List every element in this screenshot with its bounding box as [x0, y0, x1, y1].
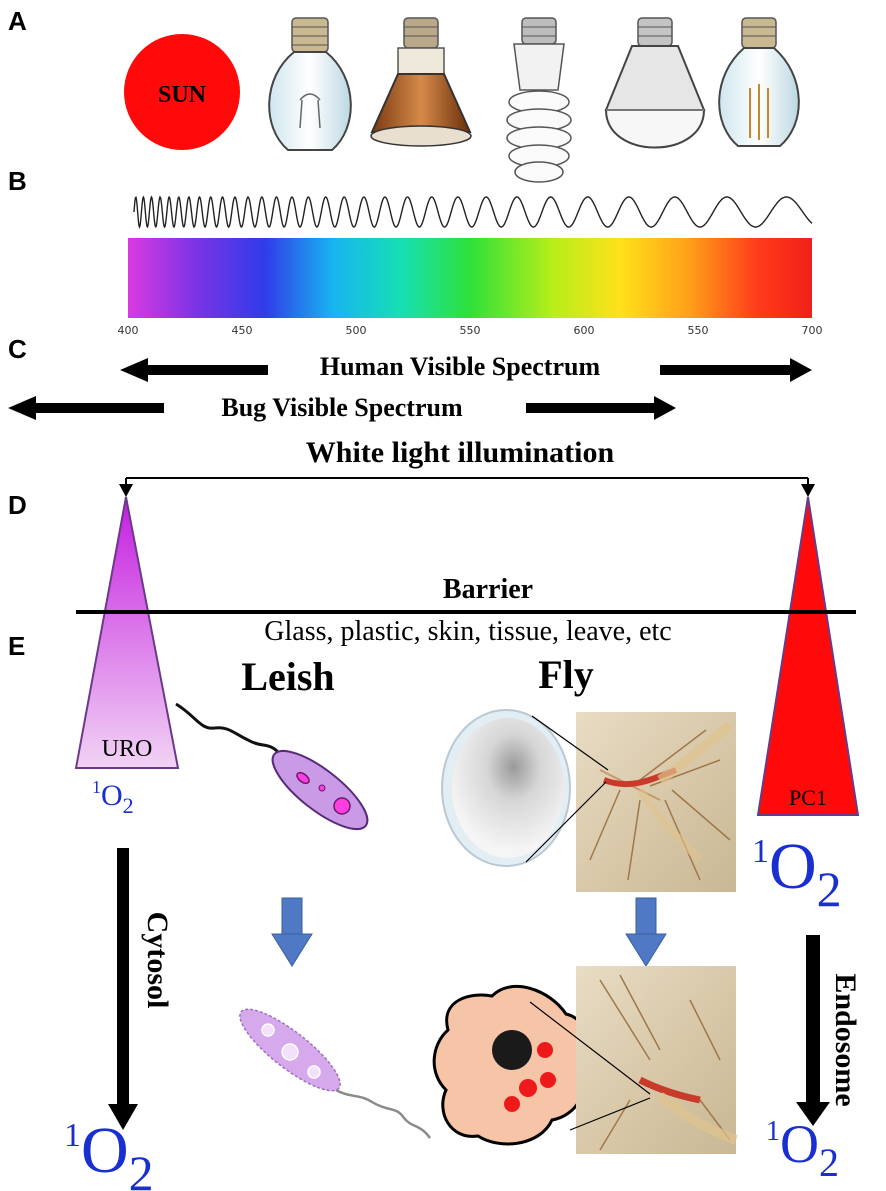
barrier-title: Barrier: [443, 574, 533, 605]
leishmania-promastigote: [175, 702, 369, 831]
zoom-line-top-1: [531, 715, 609, 771]
bug-visible-spectrum-label: Bug Visible Spectrum: [221, 393, 463, 422]
barrier-materials: Glass, plastic, skin, tissue, leave, etc: [264, 616, 671, 647]
fly-down-arrow: [625, 897, 667, 967]
bug-visible-spectrum-arrow: [8, 396, 676, 420]
endosome-label: Endosome: [829, 973, 862, 1106]
visible-spectrum-bar: [128, 238, 812, 318]
singlet-oxygen-endosome: 1O2: [766, 1114, 839, 1185]
uro-light-cone: [74, 496, 180, 769]
spectrum-tick-label: 550: [688, 324, 709, 337]
spectrum-tick-label: 600: [574, 324, 595, 337]
cfl-bulb-icon: [506, 17, 572, 183]
panel-label-b: B: [8, 166, 27, 196]
spectrum-tick-label: 550: [460, 324, 481, 337]
infected-macrophage-cell: [432, 985, 590, 1146]
white-light-label: White light illumination: [306, 436, 615, 469]
sandfly-photo-top: [576, 712, 736, 892]
incandescent-bulb-icon: [268, 17, 352, 151]
human-visible-spectrum-arrow: [120, 358, 812, 382]
white-light-bracket: [119, 477, 815, 497]
endosome-arrow: [796, 935, 830, 1126]
uro-label: URO: [102, 736, 153, 762]
spectrum-tick-label: 500: [346, 324, 367, 337]
sun-label: SUN: [158, 82, 207, 108]
panel-label-e: E: [8, 631, 25, 661]
sandfly-photo-bottom: [576, 966, 738, 1154]
filament-bulb-icon: [718, 17, 800, 147]
zoom-line-bottom-2: [569, 1097, 651, 1131]
cytosol-label: Cytosol: [141, 912, 174, 1009]
zoom-line-top-2: [525, 781, 607, 863]
singlet-oxygen-uro: 1O2: [92, 777, 134, 818]
panel-label-c: C: [8, 334, 27, 364]
cytosol-arrow: [108, 848, 138, 1130]
pc1-light-cone: [756, 496, 860, 816]
leish-down-arrow: [271, 897, 313, 967]
spectrum-tick-label: 700: [802, 324, 823, 337]
led-bulb-icon: [604, 17, 706, 149]
spectrum-tick-label: 400: [118, 324, 139, 337]
fly-title: Fly: [538, 652, 594, 697]
human-visible-spectrum-label: Human Visible Spectrum: [320, 352, 601, 381]
leishmania-damaged: [239, 1008, 432, 1139]
zoom-line-bottom-1: [529, 1001, 651, 1095]
reflector-bulb-icon: [370, 17, 472, 147]
singlet-oxygen-pc1: 1O2: [752, 830, 842, 917]
panel-label-a: A: [8, 6, 27, 36]
spectrum-tick-label: 450: [232, 324, 253, 337]
wavelength-wave: [133, 195, 813, 229]
leish-title: Leish: [241, 654, 334, 699]
pc1-label: PC1: [789, 785, 827, 810]
sun-disc: [124, 34, 240, 150]
panel-label-d: D: [8, 490, 27, 520]
singlet-oxygen-cytosol: 1O2: [64, 1114, 154, 1191]
spectrum-ticks: 400 450 500 550 600 550 700: [118, 324, 823, 337]
fly-egg-cell: [441, 709, 571, 867]
